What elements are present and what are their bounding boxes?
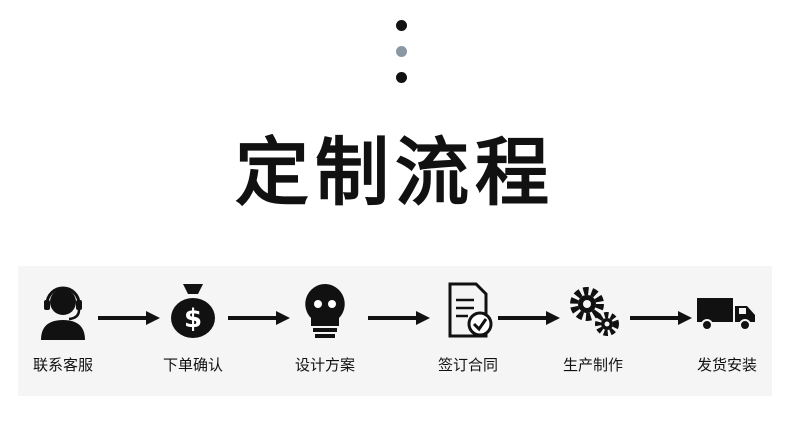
step-sign-contract: 签订合同	[423, 266, 513, 396]
page-title: 定制流程	[235, 130, 555, 216]
contract-check-icon	[438, 280, 498, 340]
decorative-dots	[396, 20, 408, 98]
process-flow: 联系客服 $ 下单确认 设计方案	[18, 266, 772, 396]
dot-middle	[396, 46, 407, 57]
arrow-5	[630, 310, 692, 325]
step-delivery-install: 发货安装	[682, 266, 772, 396]
delivery-truck-icon	[697, 280, 757, 340]
dot-bottom	[396, 72, 407, 83]
headset-person-icon	[33, 280, 93, 340]
money-bag-icon: $	[163, 280, 223, 340]
step-label: 签订合同	[437, 356, 498, 374]
step-label: 发货安装	[696, 356, 757, 374]
arrow-4	[498, 310, 560, 325]
arrow-2	[228, 310, 290, 325]
step-label: 下单确认	[162, 356, 223, 374]
step-label: 设计方案	[294, 356, 355, 374]
lightbulb-icon	[295, 280, 355, 340]
step-order-confirm: $ 下单确认	[148, 266, 238, 396]
step-label: 联系客服	[32, 356, 93, 374]
step-design-plan: 设计方案	[280, 266, 370, 396]
svg-text:$: $	[184, 304, 202, 334]
step-production: 生产制作	[548, 266, 638, 396]
arrow-1	[98, 310, 160, 325]
arrow-3	[368, 310, 430, 325]
dot-top	[396, 20, 407, 31]
step-label: 生产制作	[562, 356, 623, 374]
gears-icon	[563, 280, 623, 340]
step-contact-service: 联系客服	[18, 266, 108, 396]
